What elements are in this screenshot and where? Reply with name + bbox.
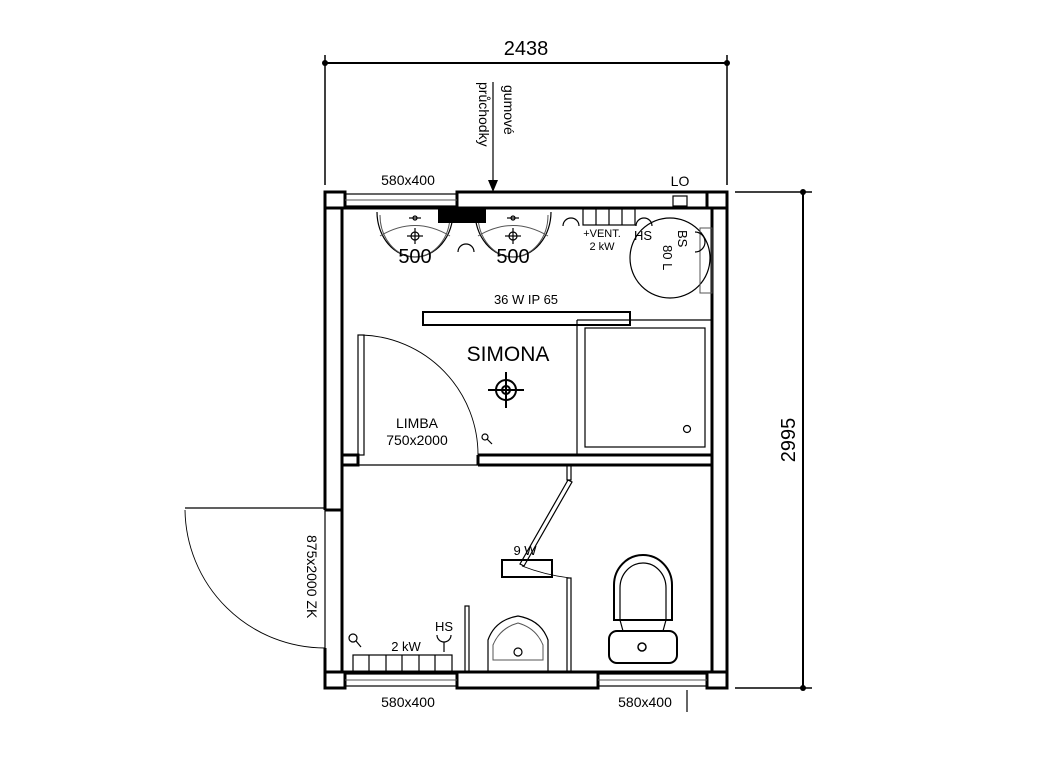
light-wc-label: 9 W xyxy=(513,543,537,558)
width-label: 2438 xyxy=(504,38,549,60)
ceiling-light-icon xyxy=(488,372,524,408)
inner-door: LIMBA 750x2000 xyxy=(357,334,493,456)
light-main: 36 W IP 65 xyxy=(422,292,631,326)
sink-left-label: 500 xyxy=(398,246,431,268)
wc-partition xyxy=(464,464,573,673)
window-top-label: 580x400 xyxy=(381,172,435,188)
boiler-label-1: BS xyxy=(675,230,690,248)
entry-door-label: 875x2000 ZK xyxy=(304,535,320,619)
lo-label: LO xyxy=(671,173,690,189)
height-dimension: 2995 xyxy=(735,189,812,691)
socket-icon xyxy=(457,243,475,253)
heater-top-label-2: 2 kW xyxy=(589,241,615,253)
sink-right: 500 xyxy=(474,211,552,268)
width-dimension: 2438 xyxy=(322,38,730,185)
boiler: BS 80 L xyxy=(629,217,713,299)
cable-entry-arrow: gumové průchodky xyxy=(476,82,517,192)
cable-entry-label-1: gumové xyxy=(501,85,517,135)
lo-box: LO xyxy=(671,173,690,207)
boiler-label-2: 80 L xyxy=(660,245,675,270)
sink-right-label: 500 xyxy=(496,246,529,268)
window-bottom-left: 580x400 xyxy=(344,673,458,710)
inner-door-label-1: LIMBA xyxy=(396,415,439,431)
window-bottom-right-label: 580x400 xyxy=(618,694,672,710)
heater-top-label-1: +VENT. xyxy=(583,228,621,240)
hs-top: HS xyxy=(634,217,653,243)
hs-bottom: HS xyxy=(435,619,453,652)
window-bottom-right: 580x400 xyxy=(597,673,708,712)
window-top: 580x400 xyxy=(344,172,458,207)
room-name: SIMONA xyxy=(467,343,550,366)
toilet xyxy=(608,554,678,664)
window-bottom-left-label: 580x400 xyxy=(381,694,435,710)
corner-washbasin xyxy=(487,615,549,672)
walls xyxy=(323,190,729,690)
sink-left: 500 xyxy=(376,211,454,268)
height-label: 2995 xyxy=(778,418,800,463)
shower-tray xyxy=(576,319,712,455)
light-wc: 9 W xyxy=(501,543,553,578)
heater-bottom-label: 2 kW xyxy=(391,639,421,654)
cable-entry-label-2: průchodky xyxy=(476,82,492,147)
hs-top-label: HS xyxy=(634,228,652,243)
heater-top: +VENT. 2 kW xyxy=(562,208,636,253)
heater-bottom: 2 kW xyxy=(348,633,453,673)
hs-bottom-label: HS xyxy=(435,619,453,634)
light-main-label: 36 W IP 65 xyxy=(494,292,558,307)
inner-door-label-2: 750x2000 xyxy=(386,432,448,448)
cable-block xyxy=(438,209,486,223)
entry-door: 875x2000 ZK xyxy=(184,507,326,649)
